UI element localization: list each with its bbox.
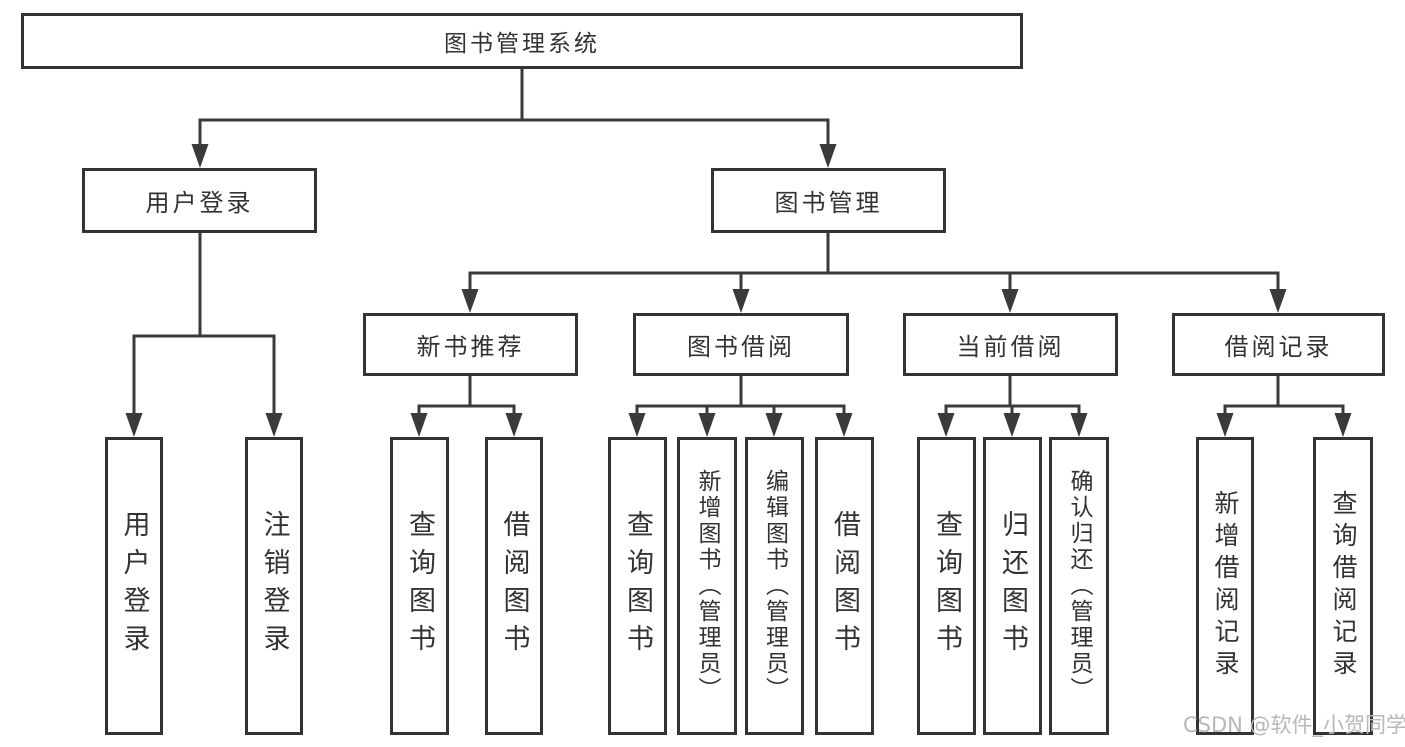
node-current-borrow-label: 当前借阅 [956,333,1065,361]
leaf-borrow-books-recommend: 借阅图书 [485,437,543,735]
node-root: 图书管理系统 [21,13,1023,69]
leaf-borrow-books-recommend-label: 借阅图书 [498,510,530,662]
leaf-add-borrow-record: 新增借阅记录 [1196,437,1254,735]
node-borrow-record-label: 借阅记录 [1224,333,1333,361]
node-book-management-label: 图书管理 [774,189,883,217]
leaf-confirm-return-admin: 确认归还（管理员） [1049,437,1109,735]
node-user-login: 用户登录 [82,168,317,233]
node-current-borrow: 当前借阅 [903,313,1118,376]
leaf-user-login: 用户登录 [105,437,163,735]
leaf-edit-books-admin-label: 编辑图书（管理员） [761,469,788,703]
leaf-confirm-return-admin-label: 确认归还（管理员） [1066,469,1092,703]
leaf-query-books-borrow: 查询图书 [608,437,667,735]
node-root-label: 图书管理系统 [444,31,600,57]
leaf-logout-label: 注销登录 [258,510,290,662]
node-borrow-record: 借阅记录 [1172,313,1385,376]
leaf-query-books-recommend: 查询图书 [390,437,449,735]
leaf-user-login-label: 用户登录 [118,510,150,662]
node-book-management: 图书管理 [711,168,946,233]
arrowheads [125,144,1352,437]
watermark-text: CSDN @软件_小贺同学 [1183,713,1405,737]
leaf-borrow-books-label: 借阅图书 [829,510,860,662]
leaf-query-borrow-record-label: 查询借阅记录 [1329,490,1358,682]
leaf-edit-books-admin: 编辑图书（管理员） [745,437,804,735]
node-new-book-recommend: 新书推荐 [363,313,578,376]
leaf-borrow-books: 借阅图书 [815,437,874,735]
leaf-query-books-current: 查询图书 [917,437,976,735]
node-book-borrow: 图书借阅 [633,313,849,376]
leaf-add-books-admin: 新增图书（管理员） [677,437,737,735]
node-user-login-label: 用户登录 [145,189,254,217]
leaf-add-books-admin-label: 新增图书（管理员） [694,469,720,703]
leaf-add-borrow-record-label: 新增借阅记录 [1211,490,1240,682]
leaf-query-borrow-record: 查询借阅记录 [1313,437,1373,735]
node-book-borrow-label: 图书借阅 [687,333,795,361]
node-new-book-recommend-label: 新书推荐 [416,333,525,361]
leaf-query-books-recommend-label: 查询图书 [404,510,435,662]
leaf-return-books-label: 归还图书 [997,510,1028,662]
leaf-return-books: 归还图书 [983,437,1042,735]
leaf-logout: 注销登录 [245,437,303,735]
leaf-query-books-borrow-label: 查询图书 [622,510,653,662]
leaf-query-books-current-label: 查询图书 [931,510,962,662]
